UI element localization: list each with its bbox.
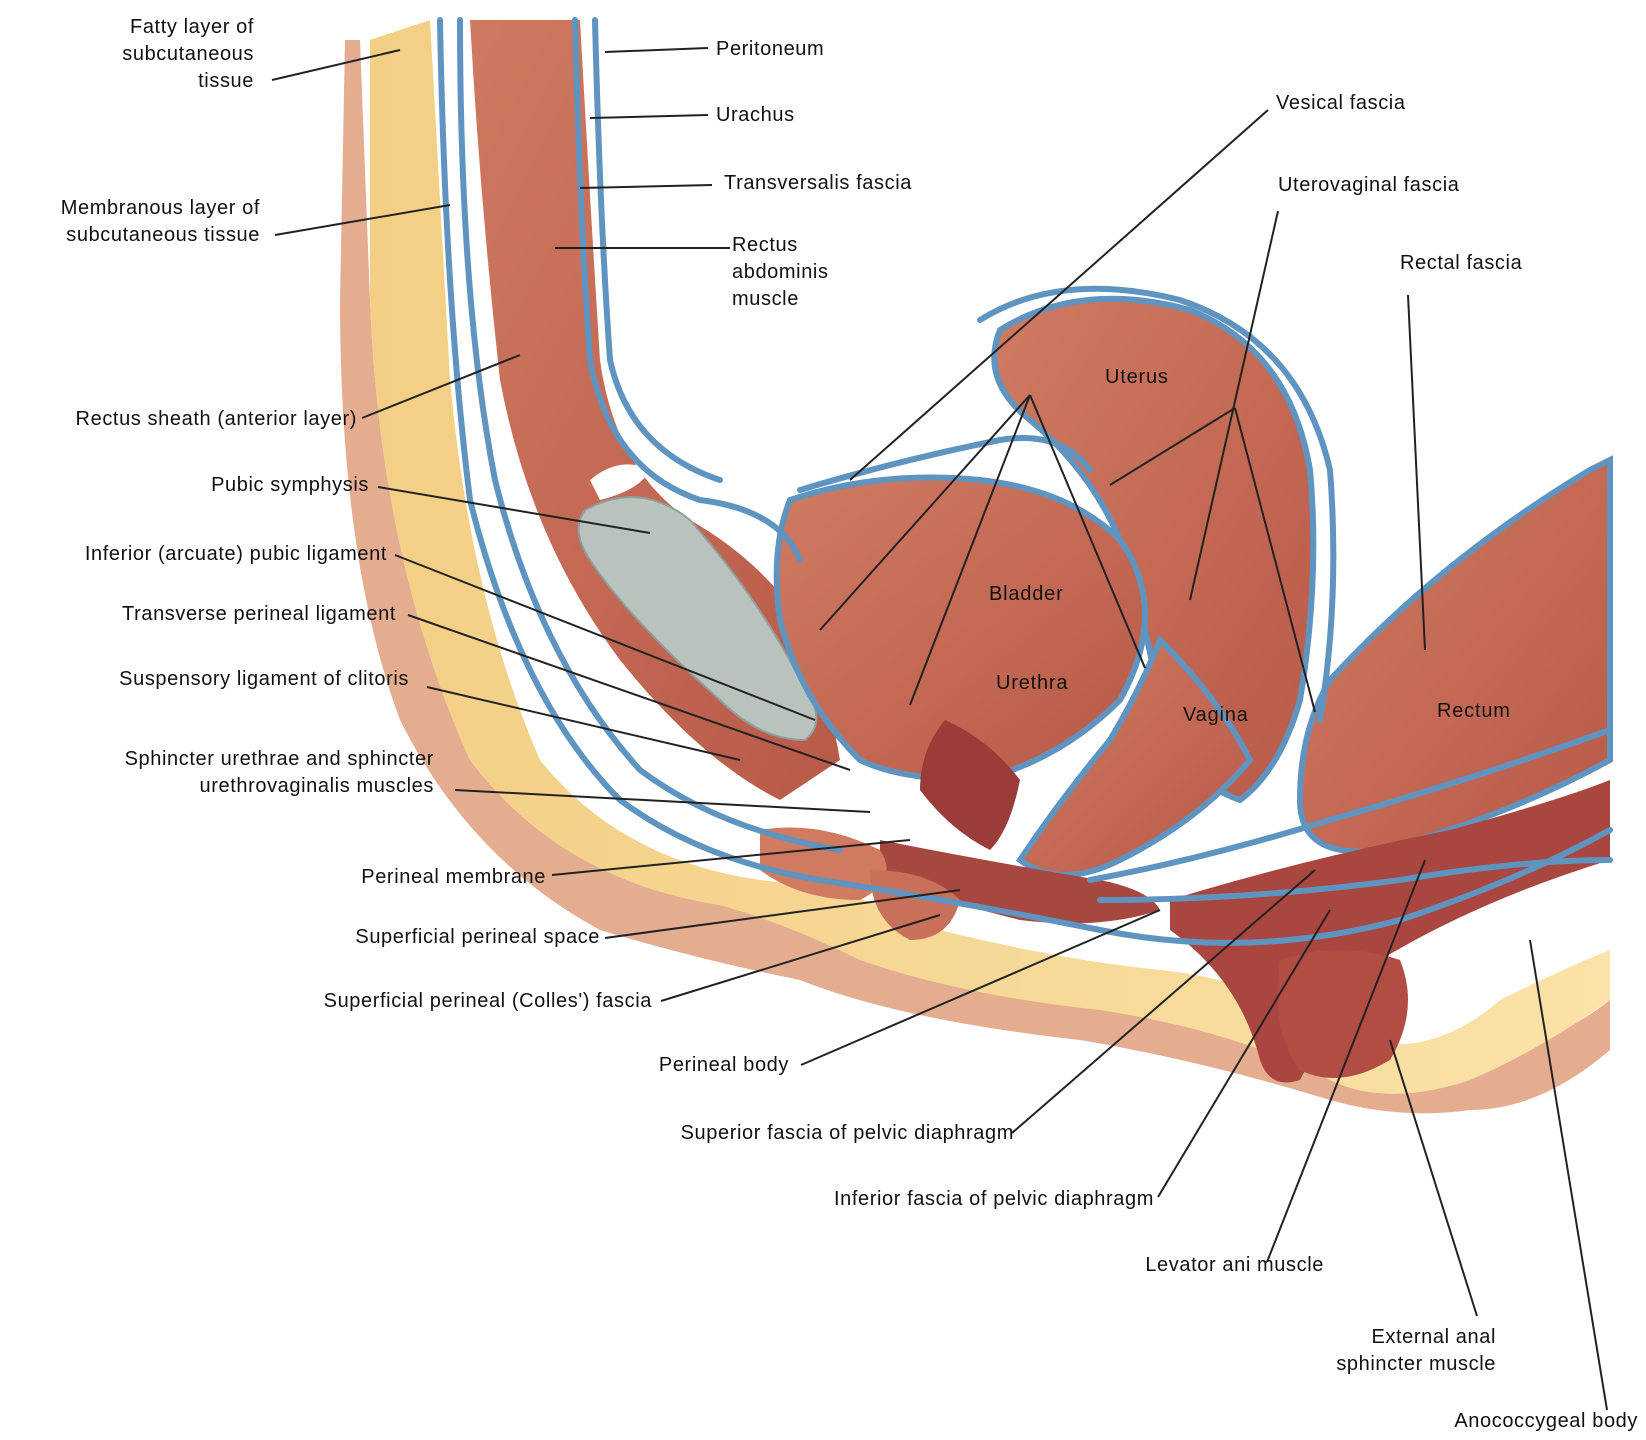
label-urethra: Urethra — [996, 672, 1068, 695]
label-colles-fascia: Superficial perineal (Colles') fascia — [232, 988, 652, 1015]
label-bladder: Bladder — [989, 583, 1064, 606]
label-transverse-perineal-ligament: Transverse perineal ligament — [56, 601, 396, 628]
label-rectus-sheath: Rectus sheath (anterior layer) — [17, 406, 357, 433]
rectum-organ — [1300, 460, 1610, 851]
label-levator-ani: Levator ani muscle — [1084, 1252, 1324, 1279]
label-rectum: Rectum — [1437, 700, 1511, 723]
label-urachus: Urachus — [716, 102, 795, 129]
label-fatty-layer: Fatty layer of subcutaneous tissue — [14, 14, 254, 95]
label-inferior-pubic-ligament: Inferior (arcuate) pubic ligament — [7, 541, 387, 568]
label-peritoneum: Peritoneum — [716, 36, 824, 63]
label-perineal-body: Perineal body — [589, 1052, 789, 1079]
label-inferior-fascia: Inferior fascia of pelvic diaphragm — [734, 1186, 1154, 1213]
label-uterovaginal-fascia: Uterovaginal fascia — [1278, 172, 1460, 199]
label-vagina: Vagina — [1183, 704, 1249, 727]
label-uterus: Uterus — [1105, 366, 1169, 389]
label-superficial-perineal-space: Superficial perineal space — [280, 924, 600, 951]
label-rectal-fascia: Rectal fascia — [1400, 250, 1522, 277]
label-vesical-fascia: Vesical fascia — [1276, 90, 1406, 117]
label-anococcygeal-body: Anococcygeal body — [1378, 1408, 1638, 1435]
label-suspensory-ligament: Suspensory ligament of clitoris — [49, 666, 409, 693]
label-membranous-layer: Membranous layer of subcutaneous tissue — [0, 195, 260, 249]
label-pubic-symphysis: Pubic symphysis — [169, 472, 369, 499]
label-rectus-abdominis: Rectus abdominis muscle — [732, 232, 829, 313]
external-anal-sphincter-region — [1278, 950, 1409, 1078]
label-superior-fascia: Superior fascia of pelvic diaphragm — [594, 1120, 1014, 1147]
label-transversalis-fascia: Transversalis fascia — [724, 170, 912, 197]
label-external-anal-sphincter: External anal sphincter muscle — [1256, 1324, 1496, 1378]
label-sphincter-urethrae: Sphincter urethrae and sphincter urethro… — [34, 746, 434, 800]
label-perineal-membrane: Perineal membrane — [286, 864, 546, 891]
